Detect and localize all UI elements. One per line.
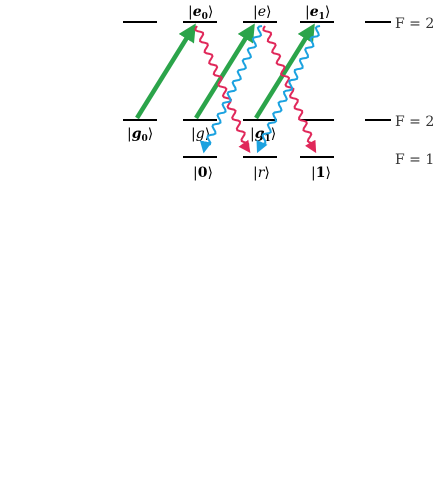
level-label-middle: F = 2 xyxy=(395,114,434,130)
pump-arrow-g-e xyxy=(194,23,255,120)
level-label-upper: F = 2 xyxy=(395,16,434,32)
decay-blue-e1-r xyxy=(256,25,321,154)
pump-arrow-g1-e1 xyxy=(254,23,315,120)
ket-g: |g⟩ xyxy=(191,126,210,142)
ket-e: |e⟩ xyxy=(253,4,271,20)
level-label-lower: F = 1 xyxy=(395,152,434,168)
ket-e1: |e1⟩ xyxy=(305,4,330,22)
ket-one: |1⟩ xyxy=(311,165,331,181)
pump-arrow-g0-e0 xyxy=(135,23,196,120)
ket-g0: |g0⟩ xyxy=(127,126,153,144)
decay-blue-e-zero xyxy=(199,25,263,154)
ket-e0: |e0⟩ xyxy=(188,4,213,22)
ket-zero: |0⟩ xyxy=(193,165,213,181)
decay-pink-e0-r xyxy=(194,25,251,153)
ket-r: |r⟩ xyxy=(253,165,270,181)
